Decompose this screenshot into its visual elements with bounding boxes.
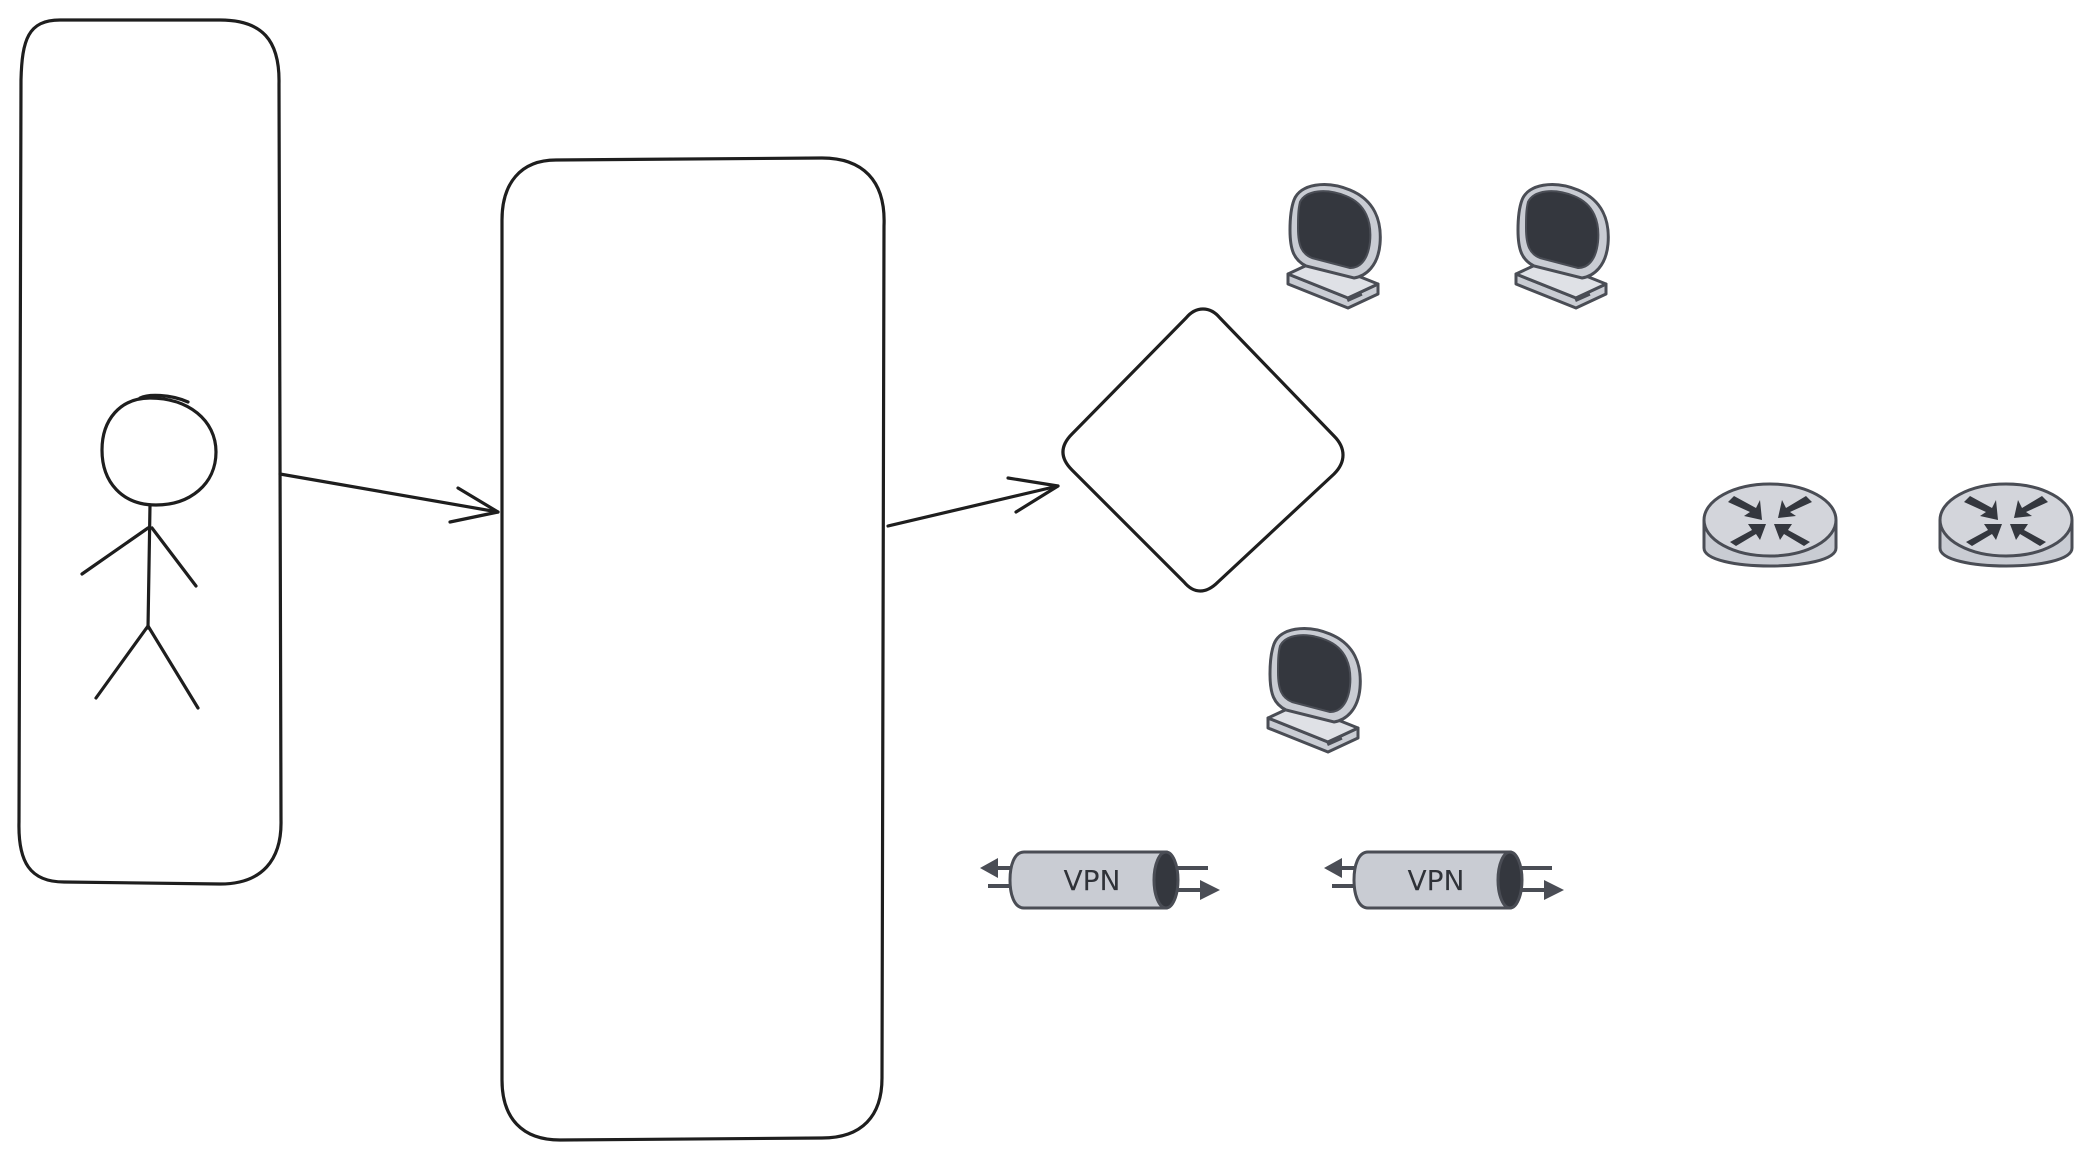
arrow-actor-to-system[interactable] [278,472,500,524]
computer-terminal-icon[interactable] [1266,627,1362,754]
arrow-system-to-decision[interactable] [886,476,1060,528]
vpn-label: VPN [1064,864,1121,897]
system-container-box[interactable] [500,156,886,1142]
vpn-tunnel-icon[interactable]: VPN [978,850,1222,910]
stick-figure-actor-icon [80,393,218,710]
router-icon[interactable] [1938,482,2074,568]
decision-diamond[interactable] [1061,307,1345,593]
computer-terminal-icon[interactable] [1514,183,1610,310]
actor-container-box[interactable] [17,18,283,886]
router-icon[interactable] [1702,482,1838,568]
computer-terminal-icon[interactable] [1286,183,1382,310]
vpn-tunnel-icon[interactable]: VPN [1322,850,1566,910]
vpn-label: VPN [1408,864,1465,897]
